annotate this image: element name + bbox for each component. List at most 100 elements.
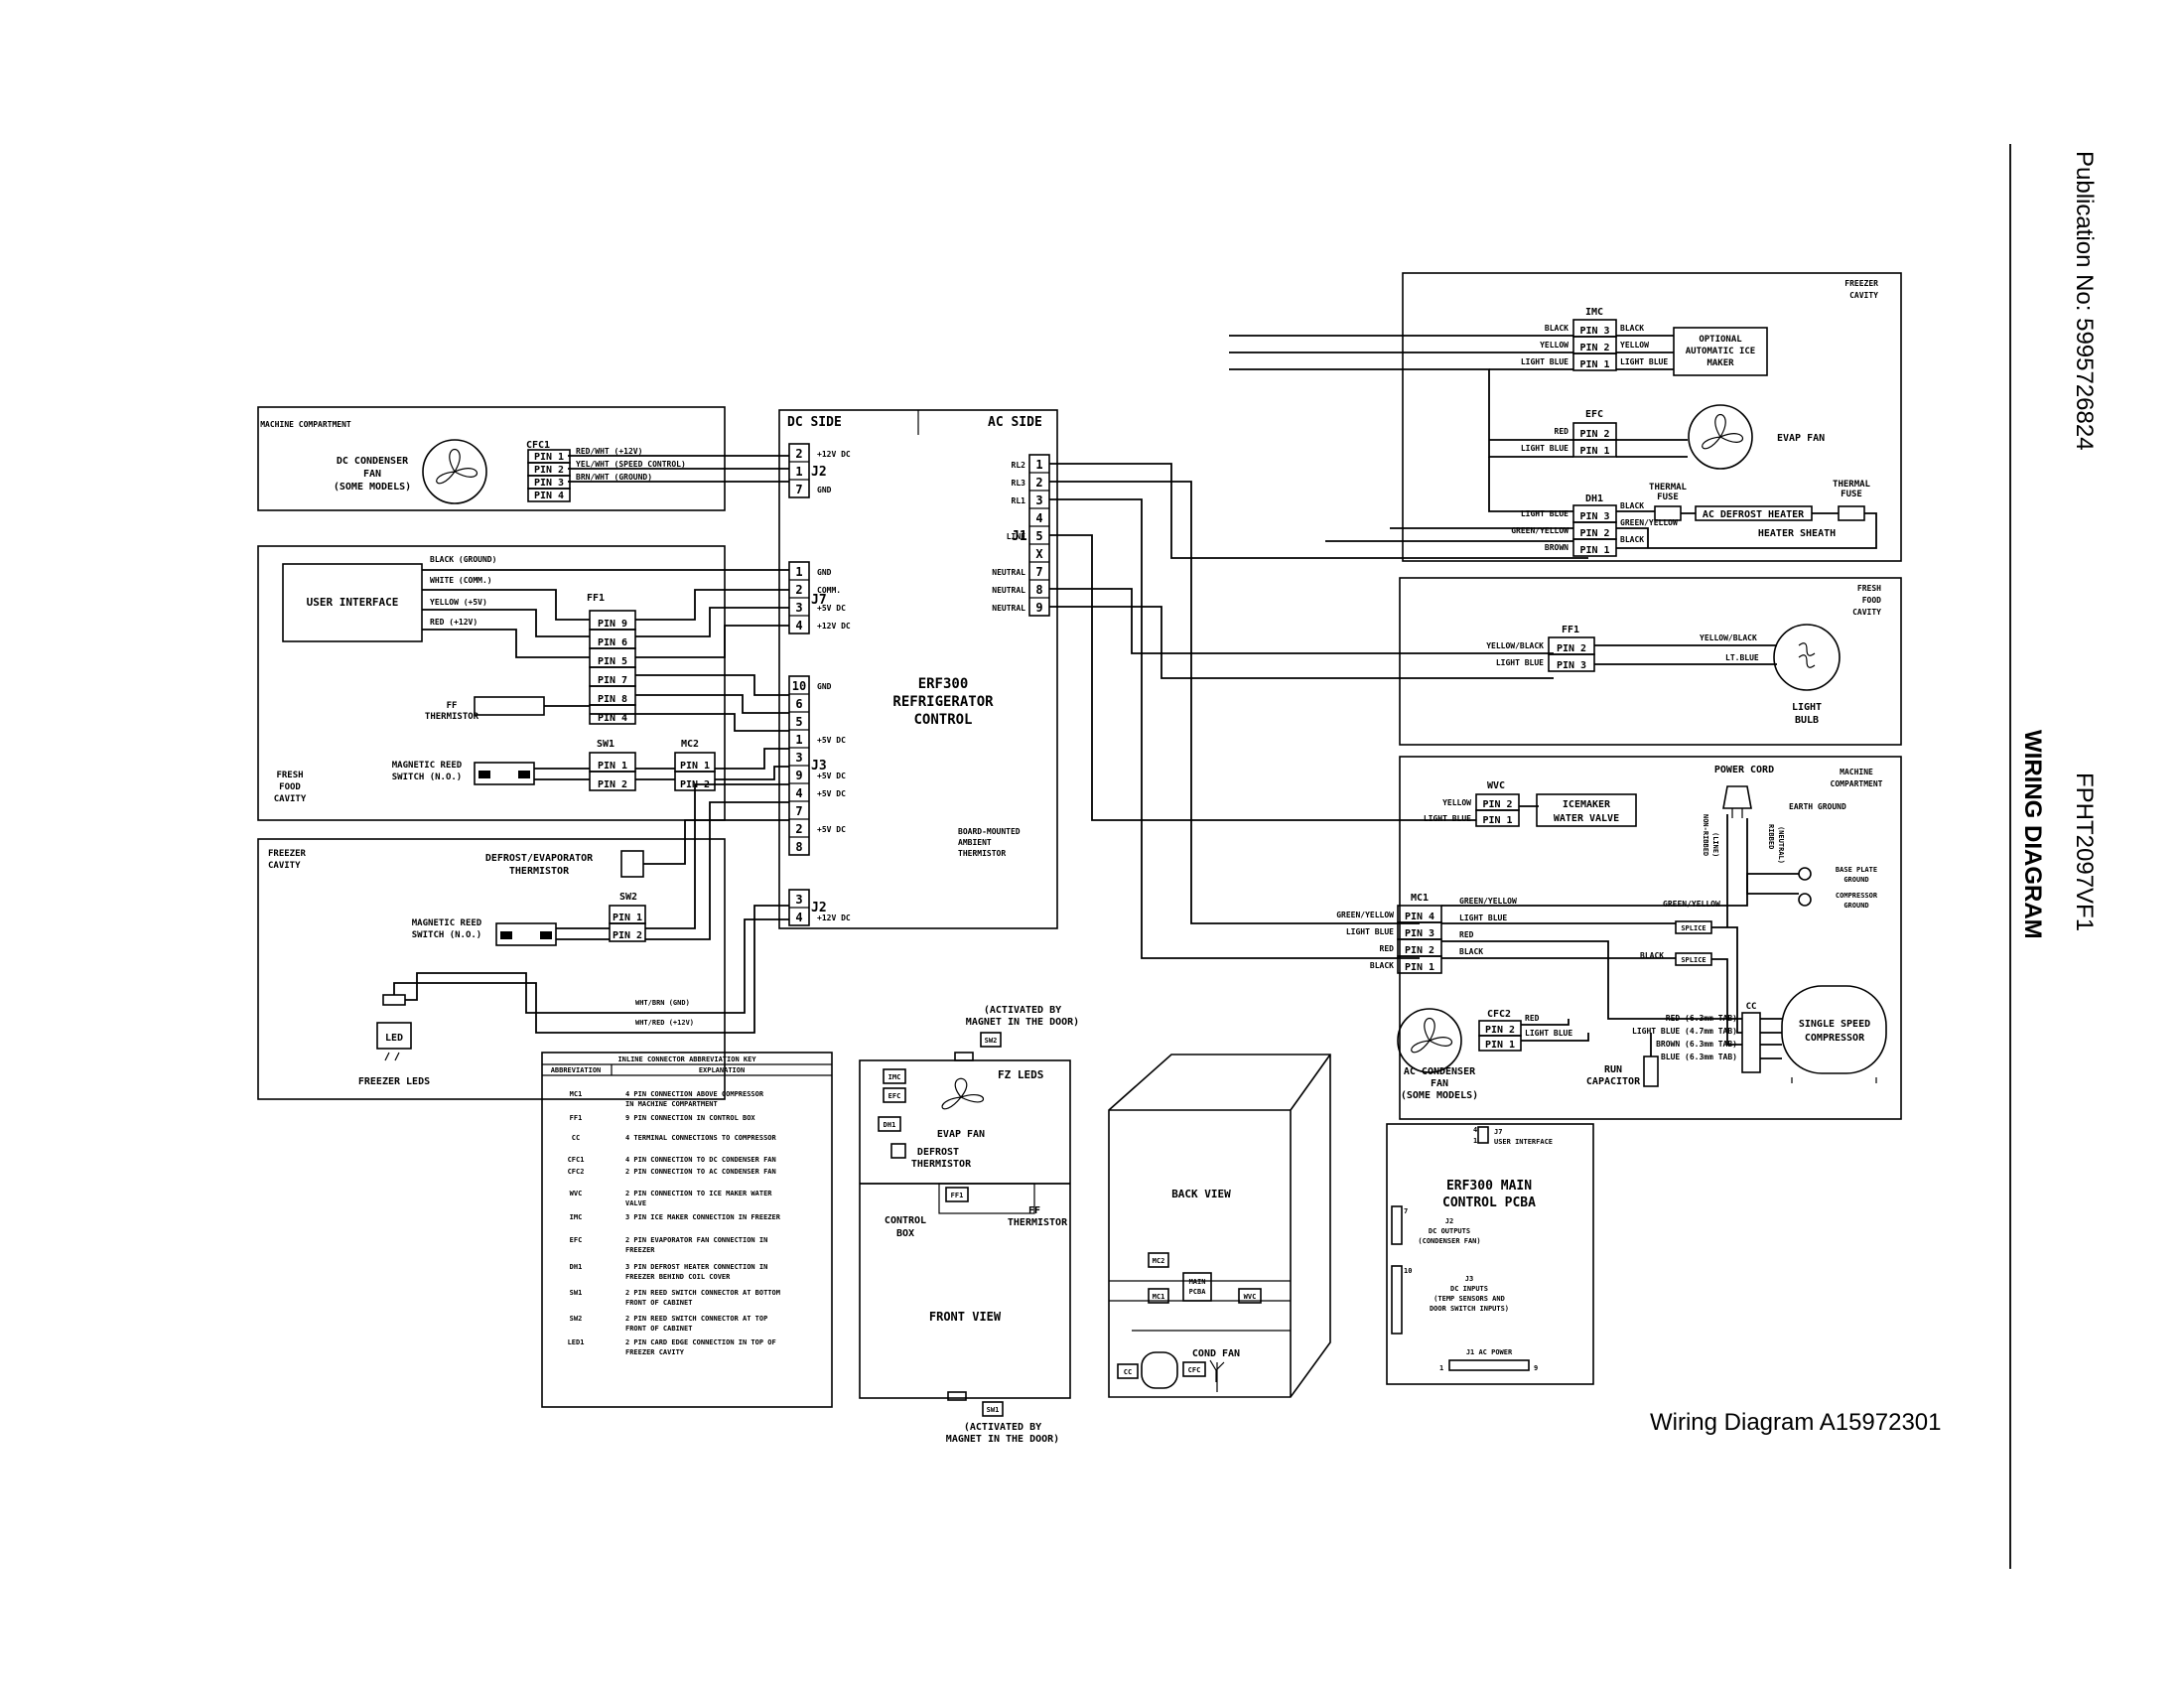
j1-pin-number: 9 [1035,601,1042,615]
back-main-1: MAIN [1189,1278,1206,1286]
sw1-pin-box [589,771,636,791]
j7-pin-number: 3 [795,601,802,615]
freezer-right-area-2: CAVITY [1849,291,1878,300]
j7-pin-label: COMM. [817,586,841,595]
machine-right-area-1: MACHINE [1840,768,1873,776]
ff1r-wire-in: LIGHT BLUE [1496,658,1544,667]
back-mc2-label: MC2 [1153,1257,1165,1265]
front-activated-top-1: (ACTIVATED BY [984,1005,1061,1016]
front-dh1-box [878,1116,901,1132]
front-efc-box [883,1087,906,1103]
pcba-n10: 10 [1404,1267,1412,1275]
main-control-pcba [1386,1123,1594,1385]
dc-fan-label-2: FAN [363,469,381,480]
reed-switch-2-icon [495,922,557,946]
mc1-pin: PIN 3 [1405,928,1434,939]
led-icon [376,994,412,1061]
j1-pin-number: 1 [1035,458,1042,472]
efc-pin: PIN 1 [1579,446,1609,457]
key-row-abbr: SW1 [570,1289,583,1297]
j2-pin-number: 7 [795,483,802,496]
front-imc-box [883,1068,906,1084]
freezer-leds-label: FREEZER LEDS [358,1076,430,1087]
footer-title: Wiring Diagram A15972301 [1650,1409,1942,1436]
mc1-pin: PIN 2 [1405,945,1434,956]
sw1-pin: PIN 1 [598,761,627,772]
j7-label: J7 [811,593,827,608]
front-control-box-2: BOX [896,1228,914,1239]
imc-wire-in: BLACK [1545,324,1569,333]
j7-pin-label: +5V DC [817,604,846,613]
j7-pin-label: +12V DC [817,622,851,631]
cfc1-wire-label: YEL/WHT (SPEED CONTROL) [576,460,686,469]
imc-wire-in: YELLOW [1540,341,1569,350]
j3-pin-number: 2 [795,822,802,836]
front-evap-fan-label: EVAP FAN [937,1129,985,1140]
back-cfc-box [1182,1361,1206,1377]
key-row-abbr: DH1 [570,1263,583,1271]
pcba-j1-connector [1448,1359,1530,1371]
publication-number: Publication No: 5995726824 [2071,151,2098,451]
machine-compartment-right [1399,756,1902,1120]
ff1-pin: PIN 4 [598,713,627,724]
key-row-exp1: 2 PIN CONNECTION TO AC CONDENSER FAN [625,1168,776,1176]
mc1-wire-in: GREEN/YELLOW [1336,911,1394,919]
freezer-area-1: FREEZER [268,849,307,859]
ac-fan-label-2: FAN [1431,1078,1448,1089]
cfc1-label: CFC1 [526,440,550,451]
ice-maker-1: OPTIONAL [1699,335,1742,345]
mc1-wire-in: BLACK [1370,961,1394,970]
ice-maker-box [1673,327,1768,376]
j1-pin-number: 2 [1035,476,1042,490]
front-activated-bot-2: MAGNET IN THE DOOR) [946,1434,1059,1445]
key-row-abbr: EFC [570,1236,583,1244]
compressor-icon [1781,985,1887,1083]
front-evap-fan-icon [941,1077,985,1110]
user-interface-box [282,563,423,642]
cfc1-wire-label: BRN/WHT (GROUND) [576,473,652,482]
fresh-right-area-1: FRESH [1857,584,1881,593]
efc-pin: PIN 2 [1579,429,1609,440]
j3-pin-number: 7 [795,804,802,818]
cfc1-pin: PIN 1 [534,452,564,463]
front-control-box [938,1183,1035,1214]
ff-thermistor-icon [474,696,545,716]
front-ff-thermistor-1: FF [1028,1205,1040,1216]
j1-pin-number: 3 [1035,493,1042,507]
mc2-label: MC2 [681,739,699,750]
j2-pin-number: 2 [795,447,802,461]
j2-bottom-label: J2 [811,901,827,915]
ambient-thermistor-1: BOARD-MOUNTED [958,827,1021,836]
j1-connector: 1RL22RL33RL145LINEX7NEUTRAL8NEUTRAL9NEUT… [992,454,1050,617]
j1-pin-label: RL2 [1012,461,1026,470]
key-row-abbr: CC [572,1134,580,1142]
front-control-box-1: CONTROL [885,1215,926,1226]
reed-switch-label-1: MAGNETIC REED [392,761,463,771]
abbreviation-key-table [541,1052,833,1408]
mc1-label: MC1 [1411,893,1429,904]
j2-bottom-connector: 34+12V DC J2 [788,889,851,926]
ff1r-wire-in: YELLOW/BLACK [1486,641,1544,650]
ff1r-wire-out: LT.BLUE [1725,653,1759,662]
front-sw1-label: SW1 [987,1406,1000,1414]
freezer-right-area-1: FREEZER [1844,279,1878,288]
dh1-label: DH1 [1585,493,1603,504]
key-row-abbr: FF1 [570,1114,583,1122]
mc2-pin: PIN 1 [680,761,710,772]
back-compressor-icon [1141,1351,1178,1389]
wvc-label: WVC [1487,780,1505,791]
power-cord-icon [1722,785,1752,818]
splice-2-label: SPLICE [1681,956,1706,964]
key-col-abbr: ABBREVIATION [551,1066,602,1074]
ac-fan-label-1: AC CONDENSER [1404,1066,1476,1077]
key-row-exp1: 9 PIN CONNECTION IN CONTROL BOX [625,1114,755,1122]
thermal-fuse-2-icon [1838,505,1865,521]
j1-pin-label: NEUTRAL [992,586,1025,595]
ui-wire-red: RED (+12V) [430,618,478,627]
heater-sheath-label: HEATER SHEATH [1758,528,1836,539]
j3-pin-label: +5V DC [817,825,846,834]
j3-pin-label: GND [817,682,832,691]
water-valve-box [1536,793,1637,827]
dh1-wire-in: GREEN/YELLOW [1511,526,1569,535]
